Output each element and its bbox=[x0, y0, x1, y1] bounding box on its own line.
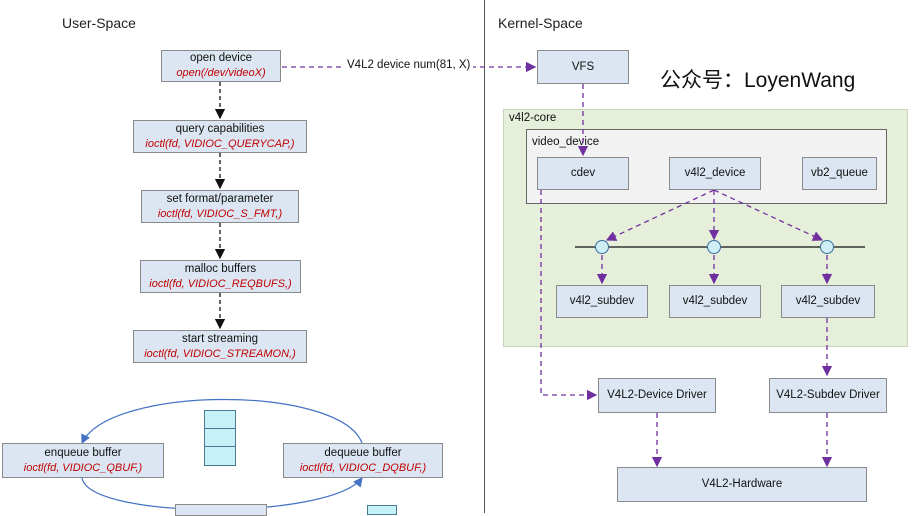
step-set-format: set format/parameter ioctl(fd, VIDIOC_S_… bbox=[141, 190, 299, 223]
subdev-box-1: v4l2_subdev bbox=[556, 285, 648, 318]
v4l2-core-label: v4l2-core bbox=[509, 112, 557, 124]
vfs-box: VFS bbox=[537, 50, 629, 84]
bus-node-2 bbox=[707, 240, 721, 254]
dequeue-call: ioctl(fd, VIDIOC_DQBUF,) bbox=[299, 461, 427, 474]
dequeue-buffer-box: dequeue buffer ioctl(fd, VIDIOC_DQBUF,) bbox=[283, 443, 443, 478]
subdev-label: v4l2_subdev bbox=[569, 295, 635, 307]
partial-box-bottom bbox=[175, 504, 267, 516]
v4l2-device-label: v4l2_device bbox=[684, 167, 746, 179]
queue-cell-partial bbox=[367, 505, 397, 515]
user-space-title: User-Space bbox=[62, 15, 136, 31]
hardware-box: V4L2-Hardware bbox=[617, 467, 867, 502]
subdev-driver-label: V4L2-Subdev Driver bbox=[776, 389, 880, 401]
step-call: ioctl(fd, VIDIOC_STREAMON,) bbox=[144, 347, 296, 360]
loop-arc-top bbox=[81, 399, 363, 445]
subdev-label: v4l2_subdev bbox=[682, 295, 748, 307]
arrow-v4l2dev-to-node3 bbox=[713, 189, 824, 241]
bus-node-3 bbox=[820, 240, 834, 254]
watermark: 公众号：LoyenWang bbox=[660, 69, 856, 92]
step-label: set format/parameter bbox=[166, 192, 274, 205]
hardware-label: V4L2-Hardware bbox=[701, 478, 783, 490]
dequeue-label: dequeue buffer bbox=[324, 446, 402, 459]
bus-node-1 bbox=[595, 240, 609, 254]
enqueue-buffer-box: enqueue buffer ioctl(fd, VIDIOC_QBUF,) bbox=[2, 443, 164, 478]
step-label: query capabilities bbox=[175, 122, 265, 135]
v4l2-device-box: v4l2_device bbox=[669, 157, 761, 190]
queue-cell-2 bbox=[204, 428, 236, 447]
subdev-driver-box: V4L2-Subdev Driver bbox=[769, 378, 887, 413]
arrow-v4l2dev-to-node1 bbox=[605, 189, 715, 241]
step-label: start streaming bbox=[181, 332, 259, 345]
queue-cell-1 bbox=[204, 410, 236, 429]
space-divider bbox=[484, 0, 485, 513]
queue-cell-3 bbox=[204, 446, 236, 466]
kernel-space-title: Kernel-Space bbox=[498, 15, 583, 31]
step-call: ioctl(fd, VIDIOC_S_FMT,) bbox=[157, 207, 283, 220]
step-open-device: open device open(/dev/videoX) bbox=[161, 50, 281, 82]
vfs-label: VFS bbox=[571, 60, 595, 73]
subdev-box-3: v4l2_subdev bbox=[781, 285, 875, 318]
device-driver-box: V4L2-Device Driver bbox=[598, 378, 716, 413]
enqueue-call: ioctl(fd, VIDIOC_QBUF,) bbox=[23, 461, 143, 474]
step-label: open device bbox=[189, 52, 253, 64]
cdev-label: cdev bbox=[570, 167, 596, 179]
step-call: ioctl(fd, VIDIOC_QUERYCAP,) bbox=[145, 137, 295, 150]
step-label: malloc buffers bbox=[184, 262, 257, 275]
device-link-label: V4L2 device num(81, X) bbox=[344, 59, 474, 71]
step-start-streaming: start streaming ioctl(fd, VIDIOC_STREAMO… bbox=[133, 330, 307, 363]
step-call: ioctl(fd, VIDIOC_REQBUFS,) bbox=[149, 277, 292, 290]
vb2-queue-box: vb2_queue bbox=[802, 157, 877, 190]
vb2-queue-label: vb2_queue bbox=[811, 167, 868, 179]
cdev-box: cdev bbox=[537, 157, 629, 190]
device-driver-label: V4L2-Device Driver bbox=[607, 389, 707, 401]
step-call: open(/dev/videoX) bbox=[176, 67, 266, 79]
subdev-label: v4l2_subdev bbox=[795, 295, 861, 307]
subdev-box-2: v4l2_subdev bbox=[669, 285, 761, 318]
step-query-capabilities: query capabilities ioctl(fd, VIDIOC_QUER… bbox=[133, 120, 307, 153]
step-malloc-buffers: malloc buffers ioctl(fd, VIDIOC_REQBUFS,… bbox=[140, 260, 301, 293]
enqueue-label: enqueue buffer bbox=[44, 446, 122, 459]
